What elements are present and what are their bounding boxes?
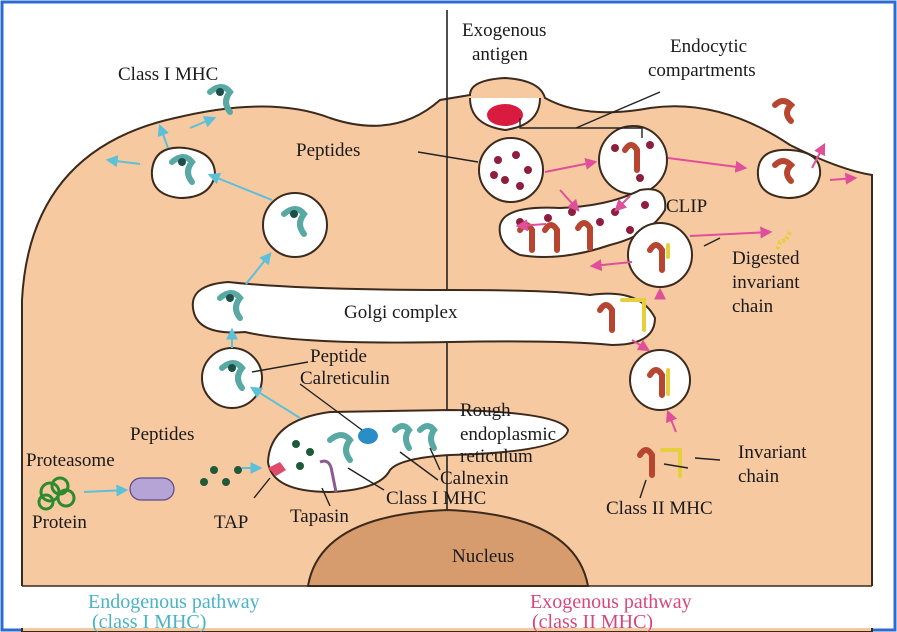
label-invariant-1: invariant	[732, 272, 800, 293]
label-invariant-2: Invariant	[738, 442, 807, 463]
label-exogenous: Exogenous	[462, 20, 546, 41]
label-digested: Digested	[732, 248, 800, 269]
proteasome-cylinder	[130, 478, 174, 500]
label-peptides-bottom: Peptides	[130, 424, 194, 445]
label-protein: Protein	[32, 512, 87, 533]
vesicle-peptides	[479, 138, 543, 202]
label-tap: TAP	[214, 512, 248, 533]
label-rough: Rough	[460, 400, 511, 421]
label-peptides-top: Peptides	[296, 140, 360, 161]
label-endoplasmic: endoplasmic	[460, 424, 556, 445]
label-tapasin: Tapasin	[290, 506, 349, 527]
exogenous-pathway-title: Exogenous pathway	[530, 591, 692, 613]
vesicle-mhc-i-1	[202, 348, 262, 408]
label-reticulum: reticulum	[460, 446, 533, 467]
vesicle-mhc-i-2	[263, 193, 327, 257]
label-proteasome: Proteasome	[26, 450, 115, 471]
calreticulin-shape	[358, 428, 378, 444]
label-nucleus: Nucleus	[452, 546, 514, 567]
label-endocytic: Endocytic	[670, 36, 747, 57]
label-calreticulin: Calreticulin	[300, 368, 390, 389]
label-clip: CLIP	[666, 196, 707, 217]
label-class-i-mhc-bottom: Class I MHC	[386, 488, 486, 509]
label-golgi: Golgi complex	[344, 302, 458, 323]
label-class-i-mhc-top: Class I MHC	[118, 64, 218, 85]
label-chain-1: chain	[732, 296, 774, 317]
label-antigen: antigen	[472, 44, 528, 65]
label-class-ii-mhc: Class II MHC	[606, 498, 713, 519]
endogenous-pathway-title: Endogenous pathway	[88, 591, 260, 613]
label-compartments: compartments	[648, 60, 756, 81]
exogenous-antigen-particle	[487, 104, 523, 126]
label-calnexin: Calnexin	[440, 468, 509, 489]
label-chain-2: chain	[738, 466, 780, 487]
vesicle-endocytic	[599, 126, 667, 194]
label-peptide: Peptide	[310, 346, 367, 367]
endogenous-pathway-subtitle: (class I MHC)	[92, 611, 206, 632]
exogenous-pathway-subtitle: (class II MHC)	[532, 611, 653, 632]
